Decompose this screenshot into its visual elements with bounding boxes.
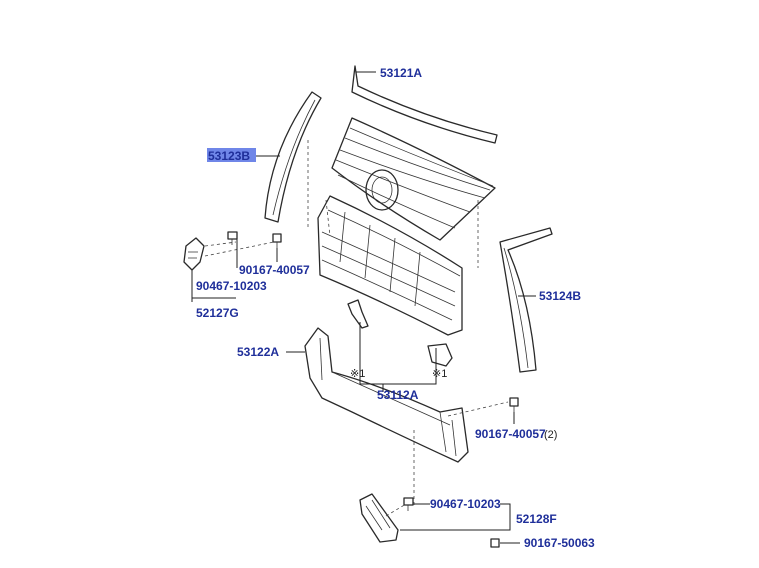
clip-90167-50063: [490, 538, 500, 548]
clip-90167-40057-right: [509, 397, 519, 412]
note-1-left: ※1: [350, 368, 365, 380]
label-90467-10203-top[interactable]: 90467-10203: [196, 279, 267, 293]
clip-90467-10203-bottom: [403, 497, 414, 511]
emblem: [365, 169, 399, 211]
highlight-53123b: [207, 148, 256, 162]
grille-bracket-right: [427, 343, 453, 367]
label-90167-40057-right[interactable]: 90167-40057: [475, 427, 546, 441]
left-side-molding-53123b: [264, 91, 322, 223]
clip-90467-10203-top: [227, 231, 238, 245]
label-53124b[interactable]: 53124B: [539, 289, 581, 303]
label-52128f[interactable]: 52128F: [516, 512, 557, 526]
bumper-bracket-52128f: [359, 493, 399, 543]
clip-90167-40057-top: [272, 233, 282, 248]
label-53121a[interactable]: 53121A: [380, 66, 422, 80]
lower-grille-53112a: [317, 195, 463, 336]
label-90467-10203-bottom[interactable]: 90467-10203: [430, 497, 501, 511]
upper-molding-53121a: [351, 65, 498, 144]
label-qty-2: (2): [544, 429, 557, 441]
right-side-molding-53124b: [499, 227, 553, 373]
lower-support-53122a: [304, 327, 469, 463]
upper-grille: [331, 117, 496, 241]
grille-bracket-left: [347, 299, 369, 329]
label-53123b[interactable]: 53123B: [208, 149, 250, 163]
note-1-right: ※1: [432, 368, 447, 380]
label-52127g[interactable]: 52127G: [196, 306, 239, 320]
bumper-bracket-52127g: [183, 237, 205, 271]
label-90167-40057-top[interactable]: 90167-40057: [239, 263, 310, 277]
label-53112a[interactable]: 53112A: [377, 388, 419, 402]
label-90167-50063[interactable]: 90167-50063: [524, 536, 595, 550]
label-53122a[interactable]: 53122A: [237, 345, 279, 359]
